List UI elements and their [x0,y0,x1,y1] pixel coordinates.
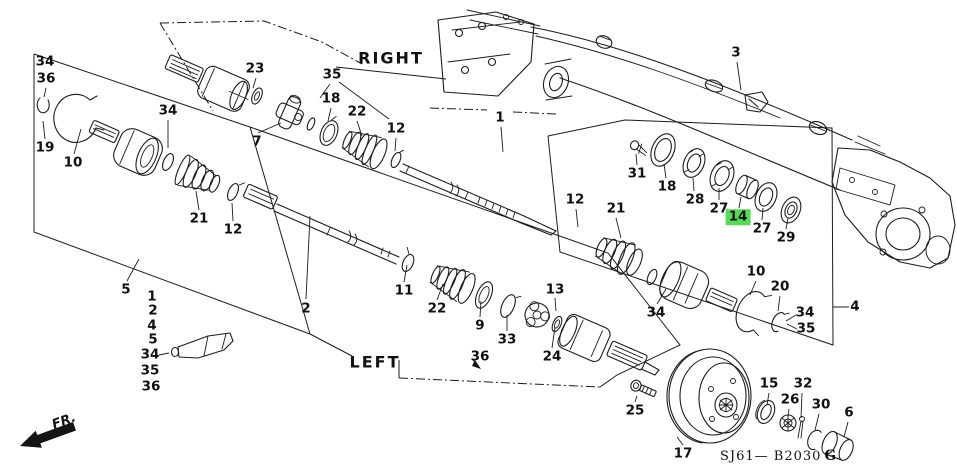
thrust-washer [755,399,776,425]
part-label: 18 [657,178,677,195]
part-label: 9 [475,317,485,334]
part-label: 12 [386,120,406,137]
part-label: 35 [796,320,816,337]
part-label: 36 [141,378,161,395]
part-label: 21 [189,210,209,227]
part-label: 34 [140,346,160,363]
drawing-code-suffix: G [824,448,837,464]
right-section-label: RIGHT [358,48,424,68]
part-label: 27 [752,220,772,237]
part-label: 26 [780,391,800,408]
part-label: 32 [793,375,813,392]
part-label: 11 [394,282,414,299]
part-label: 27 [709,200,729,217]
part-label: 13 [545,281,565,298]
beam-bracket [744,91,769,113]
leader-lines [42,61,849,446]
part-label: 5 [148,331,158,348]
collar-14 [735,174,759,200]
right-driveshaft [164,54,557,236]
part-label: 34 [795,304,815,321]
part-label: 2 [148,302,158,319]
part-label: 5 [121,281,131,298]
part-label: 12 [565,191,585,208]
part-label: 36 [36,70,56,87]
part-label: 34 [158,102,178,119]
snap-ring [735,291,773,336]
inner-joint-housing [557,313,611,363]
part-label: 25 [625,402,645,419]
outboard-joint-housing [659,260,710,310]
left-driveshaft [243,183,660,376]
hub-cap [821,430,854,461]
part-label: 1 [147,288,157,305]
fr-arrow [20,422,76,448]
right-outboard-joint [595,237,790,336]
cv-boot [341,130,388,170]
part-label: 4 [147,317,157,334]
drawing-code-main: SJ61— B2030 [720,449,822,464]
spider-joint [275,94,304,130]
brake-drum [666,348,752,444]
part-label: 18 [321,90,341,107]
e-clip [36,97,50,114]
part-label: 17 [673,445,693,462]
assembly-group-boxes [33,20,849,388]
cv-boot [595,237,643,276]
part-label: 34 [35,53,55,70]
part-label: 35 [140,362,160,379]
beam-bushing [542,65,570,99]
part-label: 10 [746,263,766,280]
part-label: 10 [63,154,83,171]
part-label: 21 [606,200,626,217]
large-snap-ring [53,93,105,143]
part-label: 22 [347,103,367,120]
part-label: 4 [850,298,860,315]
left-section-label: LEFT [349,352,401,372]
part-label-highlighted: 14 [725,209,751,225]
part-label: 1 [495,109,505,126]
part-label: 24 [542,348,562,365]
cv-boot [429,265,476,304]
part-label: 7 [252,133,262,150]
part-label: 30 [811,396,831,413]
part-label: 6 [844,404,854,421]
grease-tube [170,332,234,359]
cv-boot [174,154,221,193]
part-label: 15 [759,375,779,392]
part-label: 12 [223,221,243,238]
part-label: 2 [301,300,311,317]
part-label: 19 [35,139,55,156]
axle-beam-assembly [437,9,956,269]
hub-bearing-series [629,133,802,224]
part-label: 28 [685,191,705,208]
inboard-joint-housing [197,65,250,112]
part-label: 35 [322,66,342,83]
part-label: 20 [770,278,790,295]
knuckle-hub [831,135,956,269]
part-label: 34 [646,304,666,321]
part-label: 22 [427,300,447,317]
left-outboard-joint [36,93,246,201]
part-label: 33 [497,331,517,348]
tripod-joint [524,301,551,328]
part-label: 23 [245,60,265,77]
cotter-pin [797,416,805,439]
hub-bolt [630,379,657,398]
leader-arrowhead [472,360,481,369]
part-label: 3 [731,44,741,61]
part-label: 31 [627,165,647,182]
spindle-parts [755,399,854,461]
lock-ring [807,429,822,451]
part-label: 29 [776,229,796,246]
part-label: 36 [470,348,490,365]
spindle-nut [779,414,797,432]
outboard-joint-housing [113,128,163,176]
